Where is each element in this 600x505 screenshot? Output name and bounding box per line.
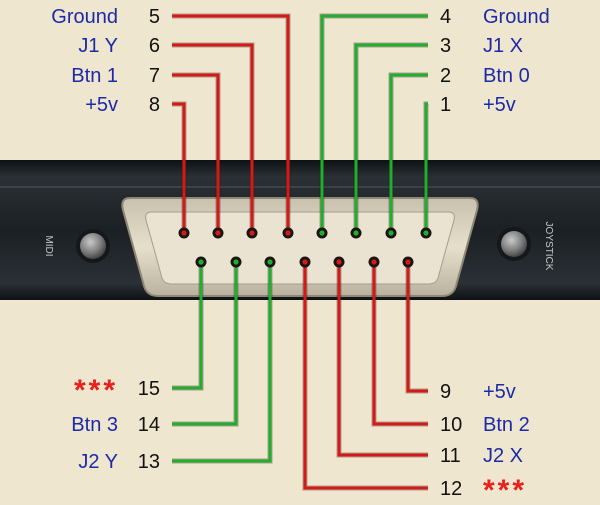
pin-holes-layer	[178, 227, 432, 268]
pin-2-number: 2	[440, 65, 451, 87]
pin-7-wire	[172, 73, 220, 233]
pin-12-label: ***	[483, 474, 527, 500]
pin-13-contact	[267, 259, 273, 265]
panel-ridge	[0, 186, 600, 188]
pin-14-wire	[172, 262, 238, 426]
pin-15-contact	[198, 259, 204, 265]
pin-13-label: J2 Y	[78, 451, 118, 473]
pin-2-label: Btn 0	[483, 65, 530, 87]
pin-10-number: 10	[440, 414, 462, 436]
pin-10-label: Btn 2	[483, 414, 530, 436]
joystick-panel-label: JOYSTICK	[543, 222, 554, 271]
pin-2-contact	[388, 230, 394, 236]
pin-3-number: 3	[440, 35, 451, 57]
pin-6-label: J1 Y	[78, 35, 118, 57]
pin-3-wire	[354, 43, 428, 233]
pin-12-contact	[302, 259, 308, 265]
pin-1-wire	[424, 102, 428, 233]
pin-9-wire	[406, 262, 428, 393]
pin-5-wire	[172, 14, 290, 233]
pin-4-label: Ground	[483, 6, 550, 28]
pin-7-number: 7	[149, 65, 160, 87]
pin-4-contact	[319, 230, 325, 236]
pin-14-number: 14	[138, 414, 160, 436]
pin-8-wire	[172, 102, 186, 233]
pin-4-wire	[320, 14, 428, 233]
pin-7-label: Btn 1	[71, 65, 118, 87]
pin-11-wire	[337, 262, 428, 457]
pin-13-number: 13	[138, 451, 160, 473]
left-screw-icon	[80, 233, 106, 259]
pin-12-number: 12	[440, 478, 462, 500]
wires-layer	[172, 13, 429, 491]
pin-15-number: 15	[138, 378, 160, 400]
pin-6-wire	[172, 43, 254, 233]
pin-13-wire	[172, 262, 272, 463]
pin-8-label: +5v	[85, 94, 118, 116]
pin-2-wire	[389, 73, 428, 233]
pin-1-number: 1	[440, 94, 451, 116]
pin-9-number: 9	[440, 381, 451, 403]
pin-15-label: ***	[74, 374, 118, 407]
pin-12-wire	[303, 262, 428, 490]
pin-11-number: 11	[440, 445, 461, 467]
pin-6-number: 6	[149, 35, 160, 57]
pin-10-contact	[371, 259, 377, 265]
pin-8-number: 8	[149, 94, 160, 116]
pin-5-label: Ground	[51, 6, 118, 28]
pin-14-contact	[233, 259, 239, 265]
pin-5-contact	[285, 230, 291, 236]
pin-6-contact	[249, 230, 255, 236]
pin-14-label: Btn 3	[71, 414, 118, 436]
pin-4-number: 4	[440, 6, 451, 28]
pin-5-number: 5	[149, 6, 160, 28]
pin-9-label: +5v	[483, 381, 516, 403]
pin-7-contact	[215, 230, 221, 236]
pin-11-label: J2 X	[483, 445, 523, 467]
pin-1-label: +5v	[483, 94, 516, 116]
pin-10-wire	[372, 262, 428, 426]
pin-9-contact	[405, 259, 411, 265]
pin-3-contact	[353, 230, 359, 236]
midi-panel-label: MIDI	[43, 235, 54, 256]
pin-11-contact	[336, 259, 342, 265]
pin-8-contact	[181, 230, 187, 236]
pin-3-label: J1 X	[483, 35, 523, 57]
pin-15-wire	[172, 262, 203, 390]
labels-layer: 1 +5v 2 Btn 0 3 J1 X 4 Ground 5 Ground 6 J1 Y 7 Btn 1…	[51, 6, 550, 505]
pin-1-contact	[423, 230, 429, 236]
right-screw-icon	[501, 231, 527, 257]
